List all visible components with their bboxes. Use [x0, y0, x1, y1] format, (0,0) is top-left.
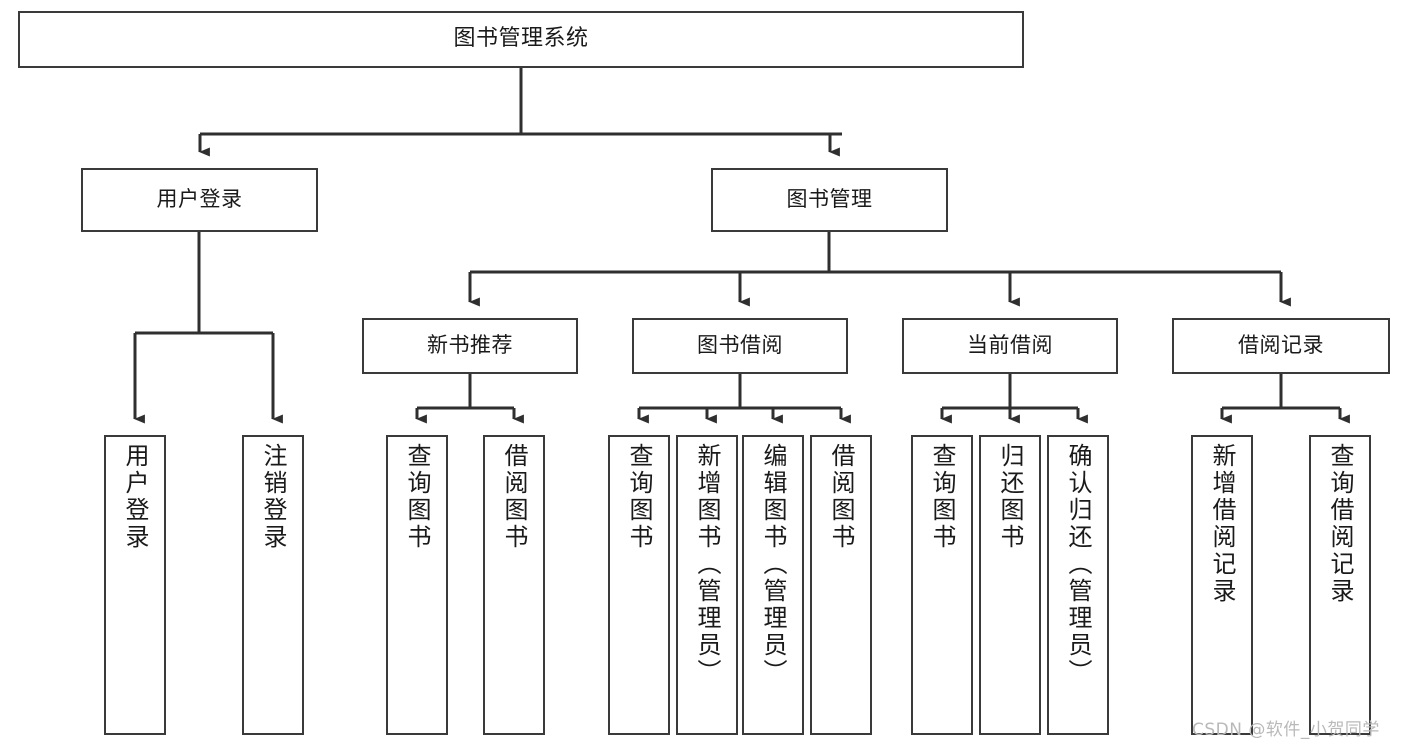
- leaf-confirm-return[interactable]: 确认归还（管理员）: [1047, 435, 1109, 735]
- leaf-add-record-label: 新增借阅记录: [1208, 443, 1236, 605]
- leaf-edit-book[interactable]: 编辑图书（管理员）: [742, 435, 804, 735]
- leaf-add-record[interactable]: 新增借阅记录: [1191, 435, 1253, 735]
- csdn-watermark: CSDN @软件_小贺同学: [1192, 720, 1380, 740]
- node-root-label: 图书管理系统: [453, 26, 589, 52]
- leaf-query-record[interactable]: 查询借阅记录: [1309, 435, 1371, 735]
- node-user-login-label: 用户登录: [156, 187, 243, 212]
- node-root[interactable]: 图书管理系统: [18, 11, 1024, 68]
- node-current-borrow-label: 当前借阅: [967, 333, 1053, 358]
- node-current-borrow[interactable]: 当前借阅: [902, 318, 1118, 374]
- leaf-query-book-2-label: 查询图书: [625, 443, 653, 551]
- node-new-book-recommend-label: 新书推荐: [427, 333, 513, 358]
- node-new-book-recommend[interactable]: 新书推荐: [362, 318, 578, 374]
- leaf-query-book-2[interactable]: 查询图书: [608, 435, 670, 735]
- node-book-manage[interactable]: 图书管理: [711, 168, 948, 232]
- leaf-borrow-book-2[interactable]: 借阅图书: [810, 435, 872, 735]
- leaf-borrow-book-2-label: 借阅图书: [827, 443, 855, 551]
- node-book-borrow-label: 图书借阅: [697, 333, 783, 358]
- node-book-borrow[interactable]: 图书借阅: [632, 318, 848, 374]
- leaf-query-book-3-label: 查询图书: [928, 443, 956, 551]
- node-borrow-record-label: 借阅记录: [1238, 333, 1324, 358]
- leaf-confirm-return-label: 确认归还（管理员）: [1064, 443, 1092, 686]
- leaf-borrow-book-1[interactable]: 借阅图书: [483, 435, 545, 735]
- leaf-borrow-book-1-label: 借阅图书: [500, 443, 528, 551]
- leaf-user-login-label: 用户登录: [121, 443, 149, 551]
- leaf-query-record-label: 查询借阅记录: [1326, 443, 1354, 605]
- leaf-query-book-3[interactable]: 查询图书: [911, 435, 973, 735]
- leaf-add-book-label: 新增图书（管理员）: [693, 443, 721, 686]
- leaf-return-book-label: 归还图书: [996, 443, 1024, 551]
- leaf-edit-book-label: 编辑图书（管理员）: [759, 443, 787, 686]
- leaf-logout[interactable]: 注销登录: [242, 435, 304, 735]
- node-user-login[interactable]: 用户登录: [81, 168, 318, 232]
- leaf-logout-label: 注销登录: [259, 443, 287, 551]
- node-borrow-record[interactable]: 借阅记录: [1172, 318, 1390, 374]
- leaf-query-book-1[interactable]: 查询图书: [386, 435, 448, 735]
- leaf-return-book[interactable]: 归还图书: [979, 435, 1041, 735]
- leaf-add-book[interactable]: 新增图书（管理员）: [676, 435, 738, 735]
- node-book-manage-label: 图书管理: [786, 187, 873, 212]
- leaf-query-book-1-label: 查询图书: [403, 443, 431, 551]
- leaf-user-login[interactable]: 用户登录: [104, 435, 166, 735]
